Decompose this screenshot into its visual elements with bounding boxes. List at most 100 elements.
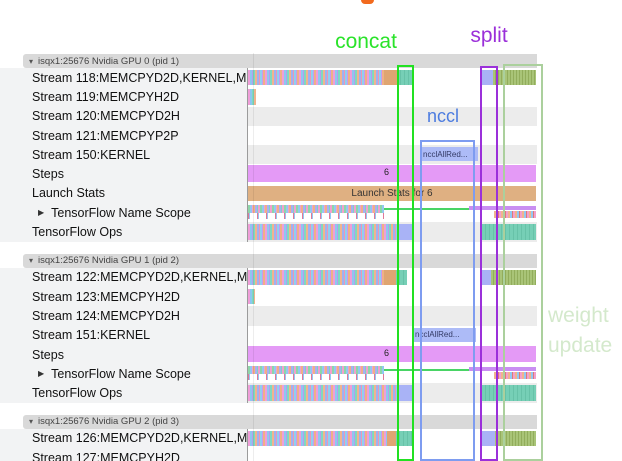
- segment-thinline-green[interactable]: [384, 208, 474, 211]
- segment-blue[interactable]: [399, 385, 412, 401]
- timeline-row: Stream 150:KERNEL ncclAllRed...: [0, 145, 537, 165]
- segment-ncclbar[interactable]: ncclAllRed...: [420, 147, 478, 162]
- timeline-gridline: [253, 53, 254, 461]
- segment-orange[interactable]: [384, 269, 396, 285]
- segment-blue[interactable]: [399, 224, 412, 240]
- row-track[interactable]: [248, 306, 537, 326]
- row-label[interactable]: Launch Stats: [0, 183, 248, 204]
- gpu-section: ▾isqx1:25676 Nvidia GPU 0 (pid 1)Stream …: [0, 53, 537, 242]
- row-track[interactable]: ncclAllRed...: [248, 325, 537, 345]
- gpu-section: ▾ isqx1:25676 Nvidia GPU 2 (pid 3) Stream …: [0, 414, 537, 461]
- segment-teal[interactable]: [397, 70, 414, 86]
- section-header[interactable]: ▾isqx1:25676 Nvidia GPU 0 (pid 1): [0, 53, 537, 68]
- weight-update-annotation-label: weight update: [548, 301, 612, 361]
- row-track[interactable]: 6: [248, 344, 537, 365]
- segment-minicluster[interactable]: [494, 211, 536, 219]
- nccl-region-box: [420, 140, 475, 461]
- row-track[interactable]: [248, 448, 537, 461]
- segment-teal[interactable]: [396, 430, 413, 447]
- row-label[interactable]: Stream 119:MEMCPYH2D: [0, 87, 248, 107]
- segment-thinline-violet[interactable]: [469, 206, 536, 211]
- row-track[interactable]: [248, 87, 537, 107]
- segment-minicluster[interactable]: [494, 372, 536, 380]
- segment-stripes[interactable]: [248, 430, 387, 447]
- nccl-event-label: ncclAllRed...: [415, 330, 460, 340]
- row-track[interactable]: [248, 267, 537, 287]
- section-header[interactable]: ▾ isqx1:25676 Nvidia GPU 2 (pid 3): [0, 414, 537, 429]
- section-header[interactable]: ▾isqx1:25676 Nvidia GPU 1 (pid 2): [0, 253, 537, 268]
- segment-olive[interactable]: [495, 430, 536, 447]
- segment-stripes[interactable]: [248, 269, 384, 285]
- segment-blue[interactable]: [480, 269, 491, 285]
- segment-ministripes[interactable]: [248, 288, 255, 305]
- row-track[interactable]: [248, 222, 537, 242]
- segment-teal[interactable]: [482, 385, 536, 401]
- segment-miniflame[interactable]: [248, 366, 384, 381]
- row-label[interactable]: Stream 121:MEMCPYP2P: [0, 125, 248, 146]
- section-header-band[interactable]: ▾ isqx1:25676 Nvidia GPU 2 (pid 3): [23, 414, 537, 429]
- segment-miniflame[interactable]: [248, 205, 384, 220]
- row-label[interactable]: Stream 122:MEMCPYD2D,KERNEL,MI: [0, 267, 248, 287]
- segment-steps[interactable]: 6: [248, 165, 536, 182]
- row-label[interactable]: Stream 126:MEMCPYD2D,KERNEL,MI: [0, 428, 248, 449]
- segment-launch[interactable]: Launch Stats for 6: [248, 185, 536, 202]
- row-label[interactable]: Stream 123:MEMCPYH2D: [0, 286, 248, 307]
- row-label[interactable]: ▶ TensorFlow Name Scope: [0, 364, 248, 384]
- row-track[interactable]: Launch Stats for 6: [248, 183, 537, 204]
- segment-ministripes[interactable]: [248, 89, 256, 105]
- timeline-row: Stream 123:MEMCPYH2D: [0, 286, 537, 307]
- segment-blue[interactable]: [482, 430, 495, 447]
- collapse-triangle-icon[interactable]: ▾: [29, 256, 34, 266]
- section-header-title: isqx1:25676 Nvidia GPU 2 (pid 3): [38, 416, 180, 428]
- split-region-box: [480, 66, 498, 461]
- row-label[interactable]: Stream 150:KERNEL: [0, 145, 248, 165]
- row-track[interactable]: 6: [248, 164, 537, 184]
- row-track[interactable]: ncclAllRed...: [248, 145, 537, 165]
- collapse-triangle-icon[interactable]: ▾: [29, 417, 34, 427]
- row-track[interactable]: [248, 286, 537, 307]
- row-label[interactable]: ▶TensorFlow Name Scope: [0, 203, 248, 223]
- segment-olive[interactable]: [491, 269, 536, 285]
- row-label-text: TensorFlow Ops: [32, 225, 123, 240]
- segment-orange[interactable]: [384, 70, 397, 86]
- segment-orange[interactable]: [387, 430, 396, 447]
- concat-annotation-label: concat: [335, 30, 397, 53]
- row-track[interactable]: [248, 383, 537, 403]
- row-track[interactable]: [248, 428, 537, 449]
- row-track[interactable]: [248, 106, 537, 126]
- row-label-text: Stream 126:MEMCPYD2D,KERNEL,MI: [32, 431, 248, 446]
- segment-teal[interactable]: [396, 269, 407, 285]
- timeline-row: Stream 124:MEMCPYD2H: [0, 306, 537, 326]
- row-label[interactable]: TensorFlow Ops: [0, 383, 248, 403]
- section-header-band[interactable]: ▾isqx1:25676 Nvidia GPU 1 (pid 2): [23, 253, 537, 268]
- segment-thinline-green[interactable]: [384, 369, 474, 372]
- row-label[interactable]: Stream 151:KERNEL: [0, 325, 248, 345]
- row-track[interactable]: [248, 68, 537, 88]
- expand-arrow-icon[interactable]: ▶: [38, 208, 45, 218]
- row-label[interactable]: TensorFlow Ops: [0, 222, 248, 242]
- row-label[interactable]: Steps: [0, 164, 248, 184]
- row-track[interactable]: [248, 364, 537, 384]
- expand-arrow-icon[interactable]: ▶: [38, 369, 45, 379]
- section-header-band[interactable]: ▾isqx1:25676 Nvidia GPU 0 (pid 1): [23, 54, 537, 68]
- segment-ncclbar[interactable]: ncclAllRed...: [412, 327, 476, 342]
- segment-steps[interactable]: 6: [248, 345, 536, 363]
- row-label[interactable]: Stream 120:MEMCPYD2H: [0, 106, 248, 126]
- segment-stripes[interactable]: [248, 224, 399, 240]
- row-label[interactable]: Stream 124:MEMCPYD2H: [0, 306, 248, 326]
- segment-thinline-violet[interactable]: [469, 367, 536, 372]
- segment-blue[interactable]: [480, 70, 493, 86]
- row-label[interactable]: Stream 127:MEMCPYH2D: [0, 448, 248, 461]
- row-track[interactable]: [248, 203, 537, 223]
- segment-stripes[interactable]: [248, 70, 384, 86]
- row-label[interactable]: Steps: [0, 344, 248, 365]
- row-label-text: TensorFlow Name Scope: [51, 366, 191, 381]
- segment-stripes[interactable]: [248, 385, 399, 401]
- nccl-annotation-label: nccl: [427, 106, 460, 126]
- collapse-triangle-icon[interactable]: ▾: [29, 56, 34, 66]
- row-label[interactable]: Stream 118:MEMCPYD2D,KERNEL,ME: [0, 68, 248, 88]
- segment-teal[interactable]: [482, 224, 536, 240]
